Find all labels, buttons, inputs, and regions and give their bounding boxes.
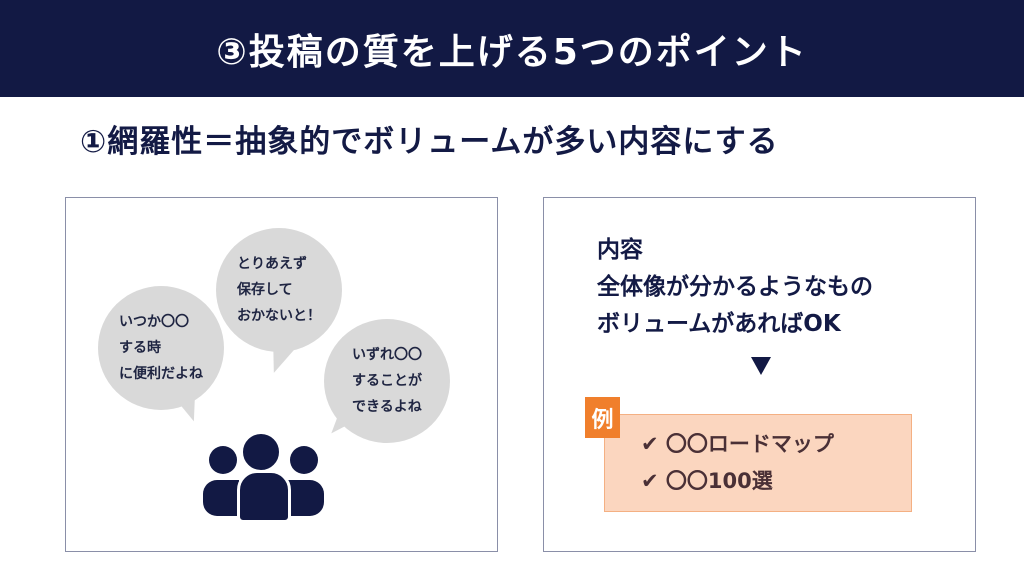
right-panel: 内容 全体像が分かるようなもの ボリュームがあればOK ✔ 〇〇ロードマップ ✔… [543,197,976,552]
speech-bubble-3: いずれ〇〇 することが できるよね [324,319,450,443]
title-bar: ③投稿の質を上げる5つのポイント [0,0,1024,97]
content-line: 全体像が分かるようなもの [597,274,873,300]
example-tag: 例 [585,397,620,438]
example-box: ✔ 〇〇ロードマップ ✔ 〇〇100選 [604,414,912,512]
slide-title: ③投稿の質を上げる5つのポイント [216,31,808,73]
content-line: ボリュームがあればOK [597,311,841,337]
bubble-text: いつか〇〇 する時 に便利だよね [119,314,203,382]
left-panel: いつか〇〇 する時 に便利だよね とりあえず 保存して おかないと！ いずれ〇〇… [65,197,498,552]
content-heading: 内容 [597,237,643,263]
example-item: ✔ 〇〇ロードマップ [641,432,834,456]
content-description: 内容 全体像が分かるようなもの ボリュームがあればOK [597,232,873,343]
speech-bubble-1: いつか〇〇 する時 に便利だよね [98,286,224,410]
down-arrow-icon [751,357,771,375]
speech-bubble-2: とりあえず 保存して おかないと！ [216,228,342,352]
bubble-text: とりあえず 保存して おかないと！ [237,256,321,324]
slide-subtitle: ①網羅性＝抽象的でボリュームが多い内容にする [80,124,779,160]
bubble-text: いずれ〇〇 することが できるよね [352,347,422,415]
example-item: ✔ 〇〇100選 [641,469,773,493]
